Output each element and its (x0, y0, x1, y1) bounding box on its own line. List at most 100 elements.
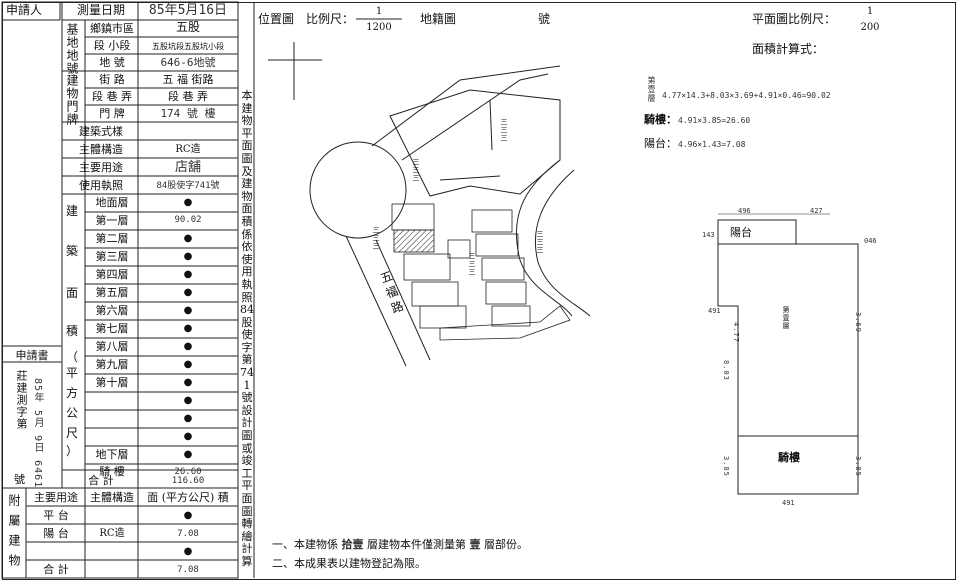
area-label-4: 積 (66, 324, 79, 338)
floor-label: 第三層 (95, 250, 129, 263)
plan-dim-6: 3.69 (854, 312, 862, 333)
door-group-label: 建物門牌 (65, 74, 79, 126)
door-number-value: 174 號 樓 (160, 107, 216, 120)
annex-row1-use: 平 台 (43, 509, 69, 522)
floor-value: ● (183, 269, 193, 280)
township-value: 五股 (175, 20, 200, 34)
lane-label: 段 巷 弄 (92, 90, 132, 103)
survey-date-label: 測量日期 (76, 3, 125, 17)
floor-value: ● (183, 305, 193, 316)
arcade-label: 騎 樓 (99, 465, 125, 478)
floor-label: 第十層 (95, 376, 129, 389)
basement-label: 地下層 (95, 448, 129, 461)
main-use-value: 店舖 (174, 160, 201, 175)
lot-value: 646-6地號 (160, 56, 216, 69)
survey-date-value: 85年5月16日 (148, 3, 228, 18)
unit-label-3: 公 (66, 406, 79, 420)
floor-label: 第九層 (95, 358, 129, 371)
structure-value: RC造 (175, 144, 201, 155)
floor-value: ● (183, 287, 193, 298)
application-number-suffix: 號 (14, 473, 25, 486)
floor-label: 第二層 (95, 232, 129, 245)
section-label: 段 小段 (93, 39, 131, 52)
applicant-label: 申請人 (6, 3, 43, 17)
floor-label: 第五層 (95, 286, 129, 299)
annex-header-area: 面 (平方公尺) 積 (147, 491, 229, 504)
note-1-middle: 層建物本件僅測量第 (367, 538, 466, 551)
base-lot-group-label: 基地地號 (65, 23, 79, 75)
cadastral-number-suffix: 號 (538, 12, 551, 26)
plan-arcade-label: 騎樓 (778, 451, 800, 464)
note-1: 一、本建物係 拾壹 層建物本件僅測量第 壹 層部份。 (272, 536, 528, 552)
floor-value: ● (183, 341, 193, 352)
cadastral-label: 地籍圖 (420, 12, 457, 26)
annex-row1-value: ● (183, 510, 193, 521)
unit-paren-open: （ (66, 350, 79, 364)
floor-value: ● (183, 233, 193, 244)
calc-title: 面積計算式： (752, 42, 825, 56)
lot-label-2: 三三三 (412, 158, 420, 182)
location-scale-num: 1 (375, 6, 383, 17)
area-label-1: 建 (66, 204, 79, 218)
plan-dim-1: 496 (738, 207, 751, 215)
plan-dim-3: 143 (702, 231, 715, 239)
annex-row2-value: 7.08 (177, 529, 199, 539)
calc-arcade-label: 騎樓： (644, 113, 677, 126)
floor-label: 地面層 (95, 196, 129, 209)
note-1-floors: 拾壹 (341, 538, 364, 551)
unit-label-1: 平 (66, 366, 79, 380)
structure-label: 主體構造 (79, 143, 123, 156)
note-1-floor: 壹 (469, 538, 481, 551)
area-label-3: 面 (66, 286, 79, 300)
unit-label-2: 方 (66, 386, 79, 400)
plan-dim-2: 427 (810, 207, 823, 215)
plan-scale-den: 200 (860, 22, 880, 33)
annex-row3-value: ● (183, 546, 193, 557)
lot-label-4: 三三三 (468, 252, 476, 276)
main-use-label: 主要用途 (79, 161, 123, 174)
plan-first-floor-label: 第壹層 (782, 306, 790, 330)
area-label-2: 築 (66, 244, 79, 258)
location-title: 位置圖 (258, 12, 295, 26)
lot-label-5: 三三三 (536, 230, 544, 254)
vertical-caption: 本建物平面圖及建物面積係依使用執照84股使字第741號設計圖或竣工平面圖轉繪計算 (240, 89, 254, 568)
application-label: 申請書 (15, 349, 49, 362)
annex-label: 附屬建物 (7, 494, 21, 574)
plan-scale-num: 1 (866, 6, 874, 17)
calc-balcony-formula: 4.96×1.43=7.08 (678, 140, 746, 149)
plan-scale-label: 平面圖比例尺： (752, 12, 837, 26)
arcade-value: 26.60 (174, 467, 202, 477)
floor-value: ● (183, 377, 193, 388)
annex-total-label: 合 計 (43, 563, 69, 576)
total-value: 116.60 (171, 476, 205, 486)
lot-label-3: 三三三 (372, 226, 380, 250)
note-2: 二、本成果表以建物登記為限。 (272, 557, 426, 570)
plan-dim-5: 491 (708, 307, 721, 315)
floor-label: 第一層 (95, 214, 129, 227)
extra-floor-value: ● (183, 413, 193, 424)
floor-value: ● (183, 359, 193, 370)
license-label: 使用執照 (79, 179, 123, 192)
extra-floor-value: ● (183, 431, 193, 442)
note-1-prefix: 一、本建物係 (272, 538, 338, 551)
license-value: 84股使字741號 (156, 181, 220, 191)
door-number-label: 門 牌 (99, 107, 125, 120)
plan-dim-9: 3.85 (722, 456, 730, 477)
unit-paren-close: ） (66, 444, 79, 458)
calc-first-formula: 4.77×14.3+8.03×3.69+4.91×0.46=90.02 (662, 91, 831, 100)
annex-row2-use: 陽 台 (43, 527, 69, 540)
lot-label: 地 號 (99, 56, 125, 69)
floor-value: ● (183, 197, 193, 208)
floor-label: 第四層 (95, 268, 129, 281)
plan-dim-7: 8.03 (722, 360, 730, 381)
application-number-value: 85年 5月 9日 6461 (32, 378, 43, 489)
annex-total-value: 7.08 (177, 565, 199, 575)
style-label: 建築式樣 (79, 125, 123, 138)
section-value: 五股坑段五股坑小段 (152, 42, 224, 51)
location-scale-den: 1200 (366, 22, 392, 33)
location-scale-label: 比例尺： (306, 12, 355, 26)
plan-balcony-label: 陽台 (730, 226, 752, 239)
basement-value: ● (183, 449, 193, 460)
